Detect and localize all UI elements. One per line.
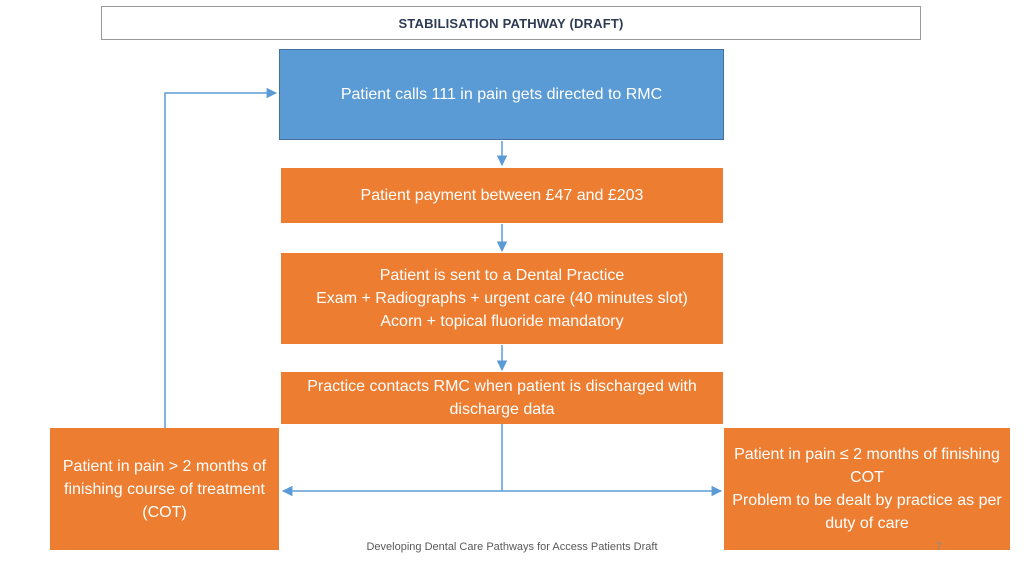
node-label: Patient calls 111 in pain gets directed …	[340, 86, 663, 103]
node-label: Practice contacts RMC when patient is di…	[307, 378, 697, 418]
node-label: Patient is sent to a Dental Practice Exa…	[316, 267, 688, 330]
node-patient-calls-111: Patient calls 111 in pain gets directed …	[279, 49, 724, 140]
node-label: Patient payment between £47 and £203	[360, 187, 644, 204]
node-pain-over-two-months: Patient in pain > 2 months of finishing …	[50, 428, 279, 550]
footer-text: Developing Dental Care Pathways for Acce…	[366, 541, 658, 553]
page-number: 7	[936, 541, 943, 553]
node-label: Patient in pain ≤ 2 months of finishing …	[732, 446, 1002, 532]
node-label: Patient in pain > 2 months of finishing …	[62, 457, 267, 521]
arrow-loop-back	[164, 87, 278, 428]
node-patient-payment: Patient payment between £47 and £203	[281, 168, 723, 223]
node-dental-practice: Patient is sent to a Dental Practice Exa…	[281, 253, 723, 344]
page-title: STABILISATION PATHWAY (DRAFT)	[101, 6, 921, 40]
node-pain-within-two-months: Patient in pain ≤ 2 months of finishing …	[724, 428, 1010, 550]
node-practice-contacts-rmc: Practice contacts RMC when patient is di…	[281, 372, 723, 424]
